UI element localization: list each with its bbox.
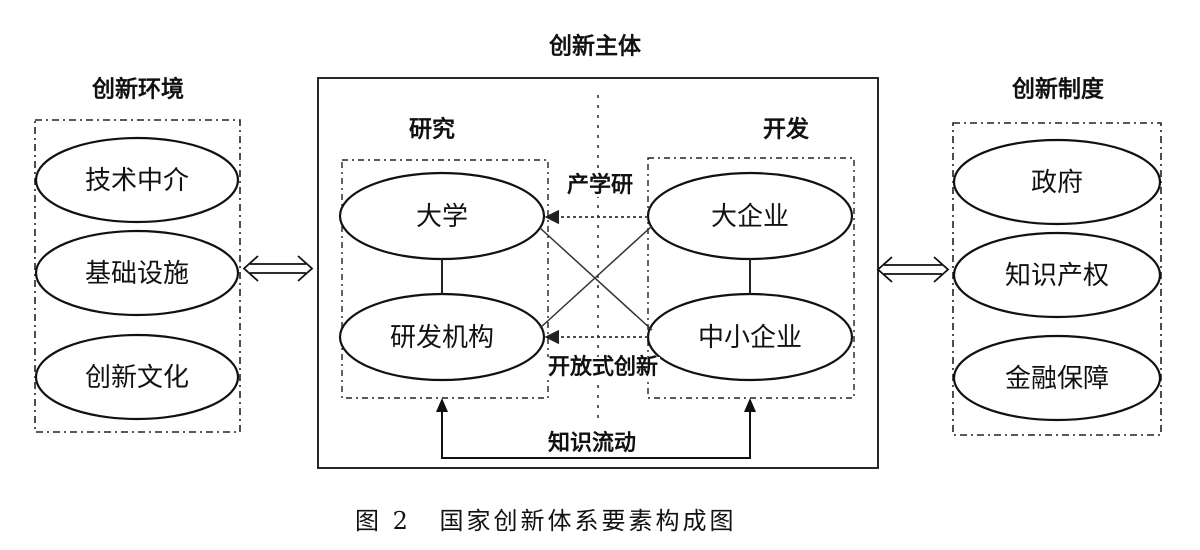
- link-label-industry-academia: 产学研: [564, 173, 636, 198]
- node-university: 大学: [415, 202, 469, 232]
- ellipse-ip: [952, 231, 1162, 319]
- node-intellectual-property: 知识产权: [1004, 261, 1110, 291]
- cross-line-1: [539, 227, 653, 331]
- node-large-enterprise: 大企业: [710, 202, 790, 232]
- node-financial-security: 金融保障: [1004, 364, 1110, 394]
- link-label-knowledge-flow: 知识流动: [545, 431, 639, 456]
- development-title: 开发: [763, 116, 809, 143]
- right-group-frame: [952, 122, 1162, 436]
- double-arrow-left: [242, 255, 314, 282]
- node-infrastructure: 基础设施: [84, 259, 190, 289]
- main-title: 创新主体: [549, 33, 641, 60]
- node-tech-intermediary: 技术中介: [84, 166, 190, 196]
- research-frame: [341, 159, 549, 399]
- ellipse-infrastructure: [34, 229, 240, 317]
- development-frame: [647, 157, 855, 399]
- cross-line-2: [539, 225, 653, 329]
- ellipse-tech-intermediary: [34, 136, 240, 224]
- node-rnd-institute: 研发机构: [389, 323, 495, 353]
- left-group-frame: [34, 119, 241, 433]
- double-arrow-right: [876, 256, 950, 283]
- research-title: 研究: [409, 116, 455, 143]
- knowledge-flow-path: [436, 398, 756, 459]
- main-frame: [317, 77, 879, 469]
- ellipse-innovation-culture: [34, 333, 240, 421]
- link-label-open-innovation: 开放式创新: [545, 355, 661, 380]
- figure-caption: 国家创新体系要素构成图: [439, 507, 737, 535]
- node-government: 政府: [1030, 168, 1084, 198]
- node-innovation-culture: 创新文化: [84, 363, 190, 393]
- figure-number: 图 2: [355, 507, 411, 535]
- right-group-title: 创新制度: [1012, 76, 1104, 103]
- left-group-title: 创新环境: [92, 76, 184, 103]
- ellipse-finance: [952, 334, 1162, 422]
- node-sme: 中小企业: [697, 323, 803, 353]
- ellipse-government: [952, 138, 1162, 226]
